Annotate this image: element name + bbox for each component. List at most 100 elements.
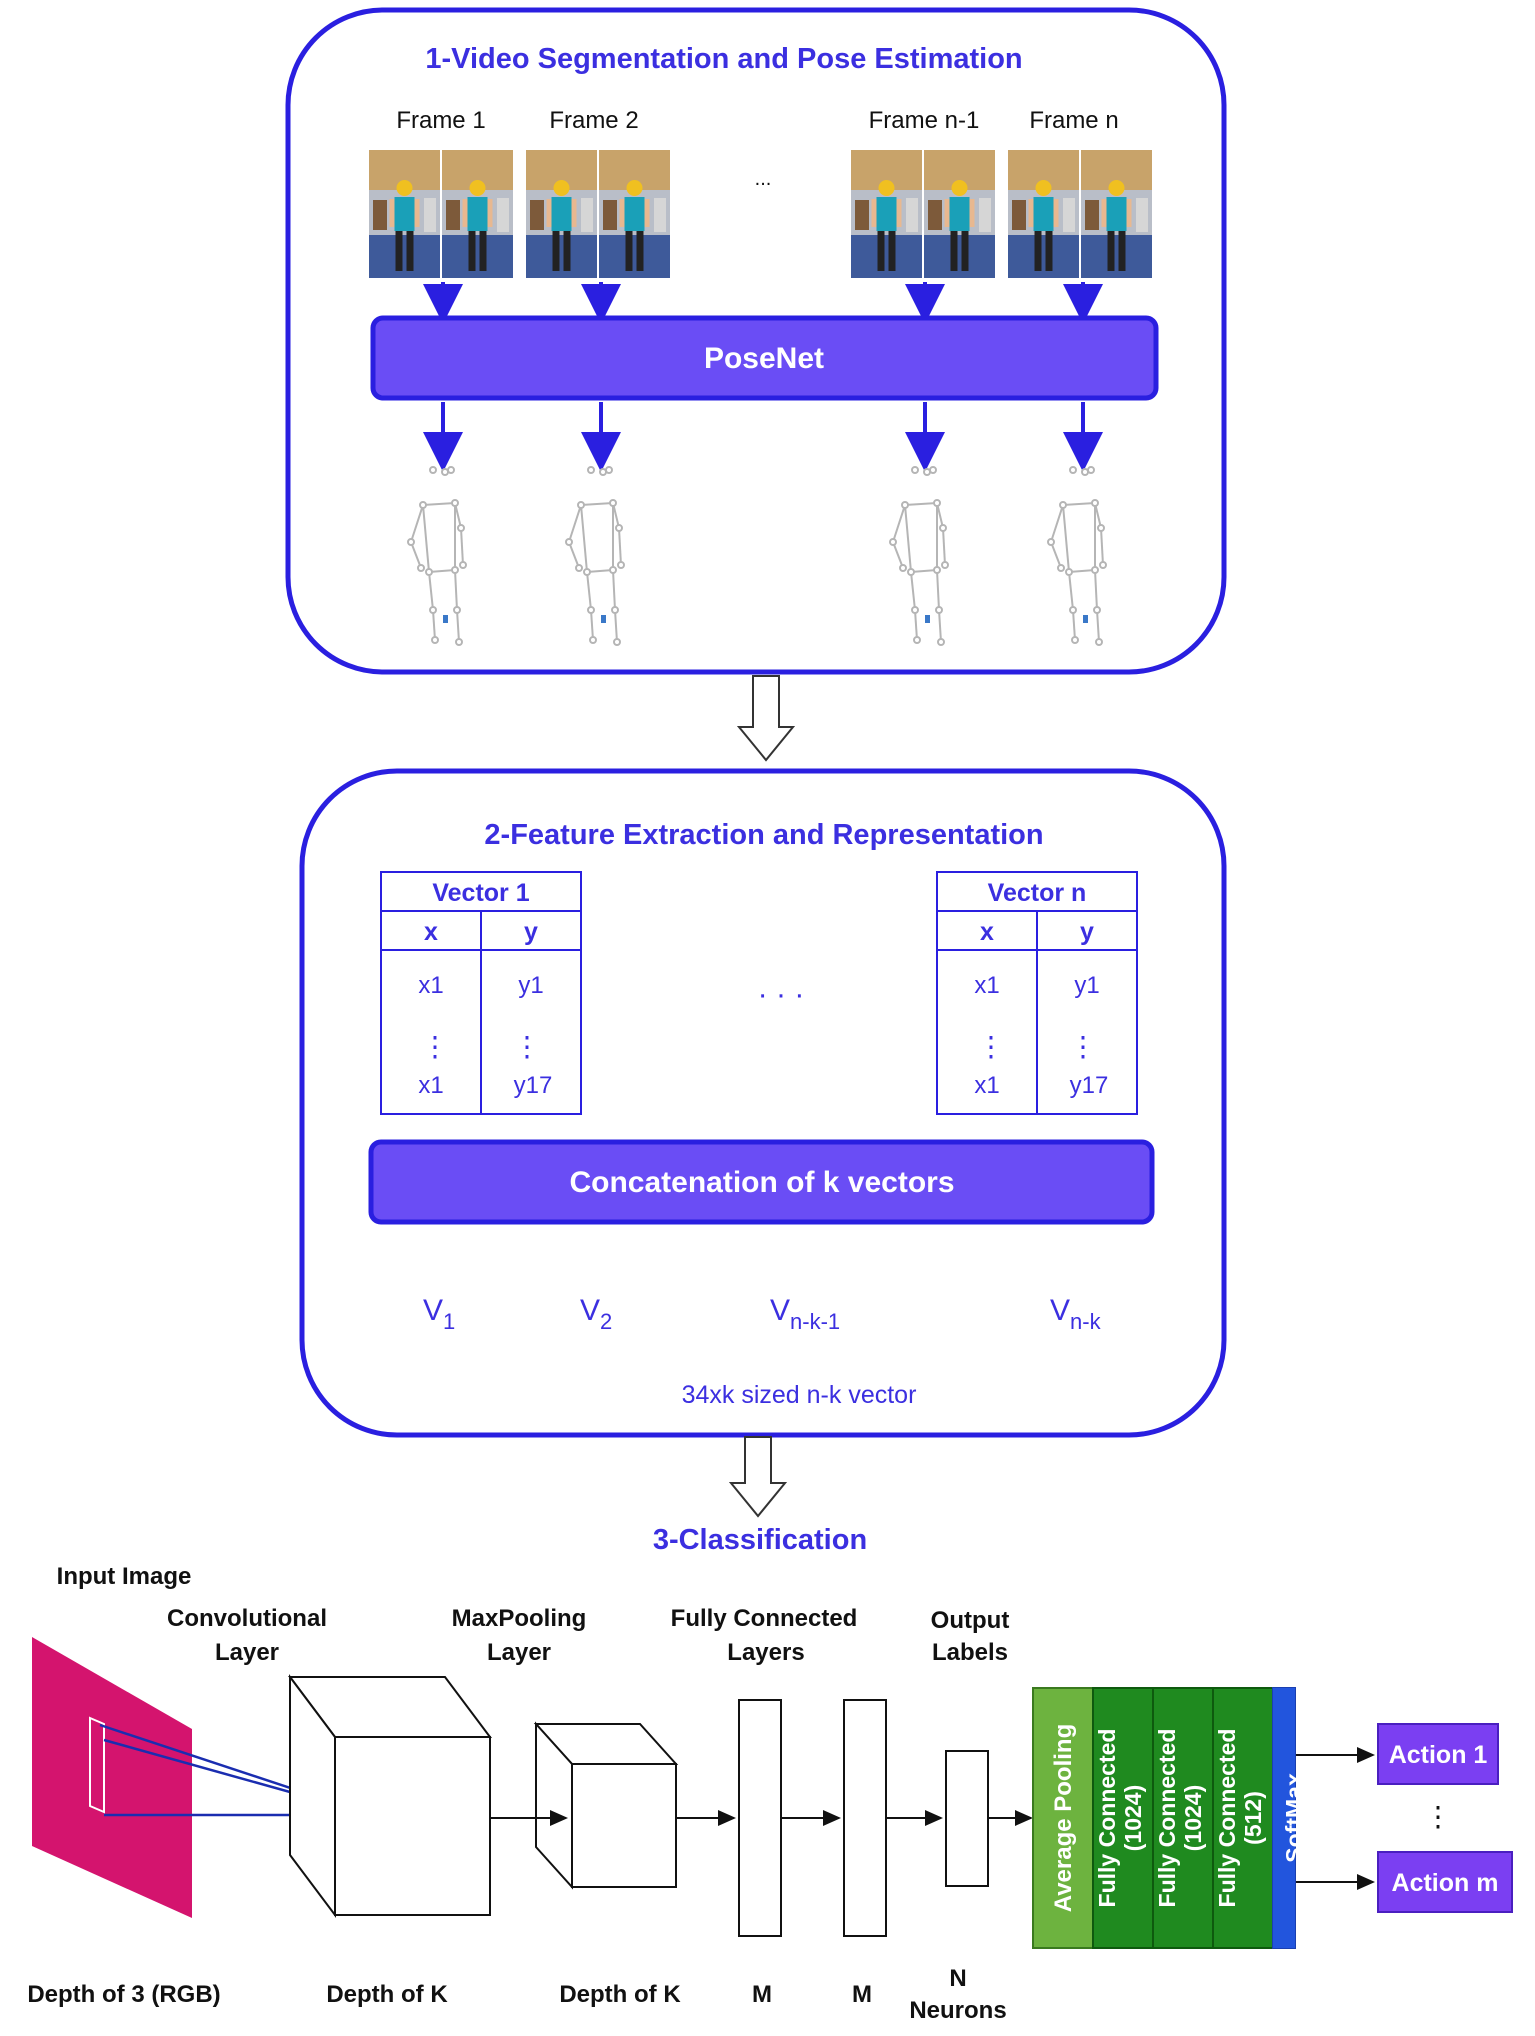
vector-1-col-x: x — [424, 918, 438, 946]
vector-n-y-first: y1 — [1074, 972, 1099, 999]
fc-label-line1: Fully Connected — [671, 1605, 858, 1632]
vector-vn-k-1: Vn-k-1 — [770, 1294, 840, 1334]
vector-1-x-last: x1 — [418, 1072, 443, 1099]
hollow-arrow-2-to-3 — [728, 1436, 788, 1518]
section1-panel — [285, 7, 1227, 675]
action-1-box — [1377, 1723, 1499, 1785]
classification-arrows — [490, 1747, 1375, 1890]
fully-connected-1024-block-b — [1152, 1687, 1214, 1949]
skeleton-figure — [565, 466, 625, 646]
frame-thumbnail — [851, 150, 922, 278]
neurons-label: Neurons — [909, 1997, 1006, 2024]
vector-n-x-first: x1 — [974, 972, 999, 999]
vector-1-title: Vector 1 — [432, 879, 529, 907]
hollow-arrow-1-to-2 — [736, 675, 796, 762]
depth-rgb-label: Depth of 3 (RGB) — [27, 1981, 220, 2008]
vector-1-y-last: y17 — [514, 1072, 553, 1099]
fc-label-line2: Layers — [727, 1639, 804, 1666]
softmax-label: SoftMax — [1281, 1773, 1307, 1863]
fc-layer-1 — [738, 1699, 782, 1937]
fully-connected-1024-block-a — [1092, 1687, 1154, 1949]
conv-label-line1: Convolutional — [167, 1605, 327, 1632]
section3-title: 3-Classification — [653, 1524, 867, 1556]
output-layer — [945, 1750, 989, 1887]
vector-1-x-first: x1 — [418, 972, 443, 999]
posenet-to-skeleton-arrows — [423, 402, 1103, 472]
action-1-label: Action 1 — [1389, 1741, 1488, 1769]
skeleton-figure — [1047, 466, 1107, 646]
maxpool-label-line1: MaxPooling — [452, 1605, 587, 1632]
vector-n-title: Vector n — [988, 879, 1087, 907]
posenet-bar — [370, 315, 1159, 401]
vector-1-y-dots: ⋮ — [513, 1031, 541, 1062]
conv-label-line2: Layer — [215, 1639, 279, 1666]
fc3-label-line1: Fully Connected — [1214, 1729, 1240, 1908]
maxpool-label-line2: Layer — [487, 1639, 551, 1666]
section2-panel — [299, 768, 1227, 1438]
fc2-label-line2: (1024) — [1180, 1785, 1206, 1851]
depth-k-label-1: Depth of K — [326, 1981, 448, 2008]
fc2-label-line1: Fully Connected — [1154, 1729, 1180, 1908]
m-label-1: M — [752, 1981, 772, 2008]
frame-thumbnail — [442, 150, 513, 278]
frame-thumbnail — [924, 150, 995, 278]
action-m-box — [1377, 1851, 1513, 1913]
output-label-line2: Labels — [932, 1639, 1008, 1666]
vector-1-y-first: y1 — [518, 972, 543, 999]
pose-skeletons — [407, 466, 1107, 646]
vector-v1: V1 — [423, 1294, 455, 1334]
vector-v2: V2 — [580, 1294, 612, 1334]
frame-label-1: Frame 1 — [396, 107, 485, 134]
posenet-label: PoseNet — [704, 342, 824, 375]
fully-connected-512-block — [1212, 1687, 1274, 1949]
average-pooling-block — [1032, 1687, 1094, 1949]
maxpool-layer-cube — [533, 1721, 679, 1890]
frame-label-n: Frame n — [1029, 107, 1118, 134]
input-kernel-patch — [89, 1716, 105, 1814]
output-label-line1: Output — [931, 1607, 1010, 1634]
vector-size-note: 34xk sized n-k vector — [682, 1381, 917, 1409]
action-dots: ⋮ — [1424, 1801, 1452, 1832]
fc-layer-2 — [843, 1699, 887, 1937]
vector-n-col-y: y — [1080, 918, 1094, 946]
frame-thumbnails — [369, 150, 1152, 278]
vector-table-1 — [380, 871, 582, 1115]
frames-ellipsis: ... — [755, 168, 772, 190]
frame-thumbnail — [1008, 150, 1079, 278]
vector-n-y-last: y17 — [1070, 1072, 1109, 1099]
fc1-label-line1: Fully Connected — [1094, 1729, 1120, 1908]
fc3-label-line2: (512) — [1240, 1791, 1266, 1845]
vector-n-col-x: x — [980, 918, 994, 946]
frame-thumbnail — [1081, 150, 1152, 278]
vector-1-x-dots: ⋮ — [421, 1031, 449, 1062]
average-pooling-label: Average Pooling — [1050, 1724, 1077, 1912]
depth-k-label-2: Depth of K — [559, 1981, 681, 2008]
frame-thumbnail — [599, 150, 670, 278]
concat-label: Concatenation of k vectors — [569, 1166, 954, 1199]
frame-thumbnail — [369, 150, 440, 278]
input-image-label: Input Image — [57, 1563, 192, 1590]
vector-n-x-last: x1 — [974, 1072, 999, 1099]
frame-label-2: Frame 2 — [549, 107, 638, 134]
skeleton-figure — [407, 466, 467, 646]
vector-middle-ellipsis: · · · — [758, 978, 805, 1011]
input-image-plane — [32, 1637, 192, 1918]
section2-title: 2-Feature Extraction and Representation — [484, 819, 1043, 851]
vector-1-col-y: y — [524, 918, 538, 946]
frame-label-n-1: Frame n-1 — [869, 107, 980, 134]
concat-bar — [368, 1139, 1155, 1225]
n-label: N — [949, 1965, 966, 1992]
action-m-label: Action m — [1392, 1869, 1499, 1897]
section1-title: 1-Video Segmentation and Pose Estimation — [425, 43, 1022, 75]
m-label-2: M — [852, 1981, 872, 2008]
vector-table-n — [936, 871, 1138, 1115]
vector-n-x-dots: ⋮ — [977, 1031, 1005, 1062]
fc1-label-line2: (1024) — [1120, 1785, 1146, 1851]
frame-thumbnail — [526, 150, 597, 278]
softmax-block-full — [1273, 1688, 1295, 1948]
frame-to-posenet-arrows — [423, 282, 1103, 324]
vector-n-y-dots: ⋮ — [1069, 1031, 1097, 1062]
skeleton-figure — [889, 466, 949, 646]
conv-layer-cube — [288, 1674, 492, 1918]
